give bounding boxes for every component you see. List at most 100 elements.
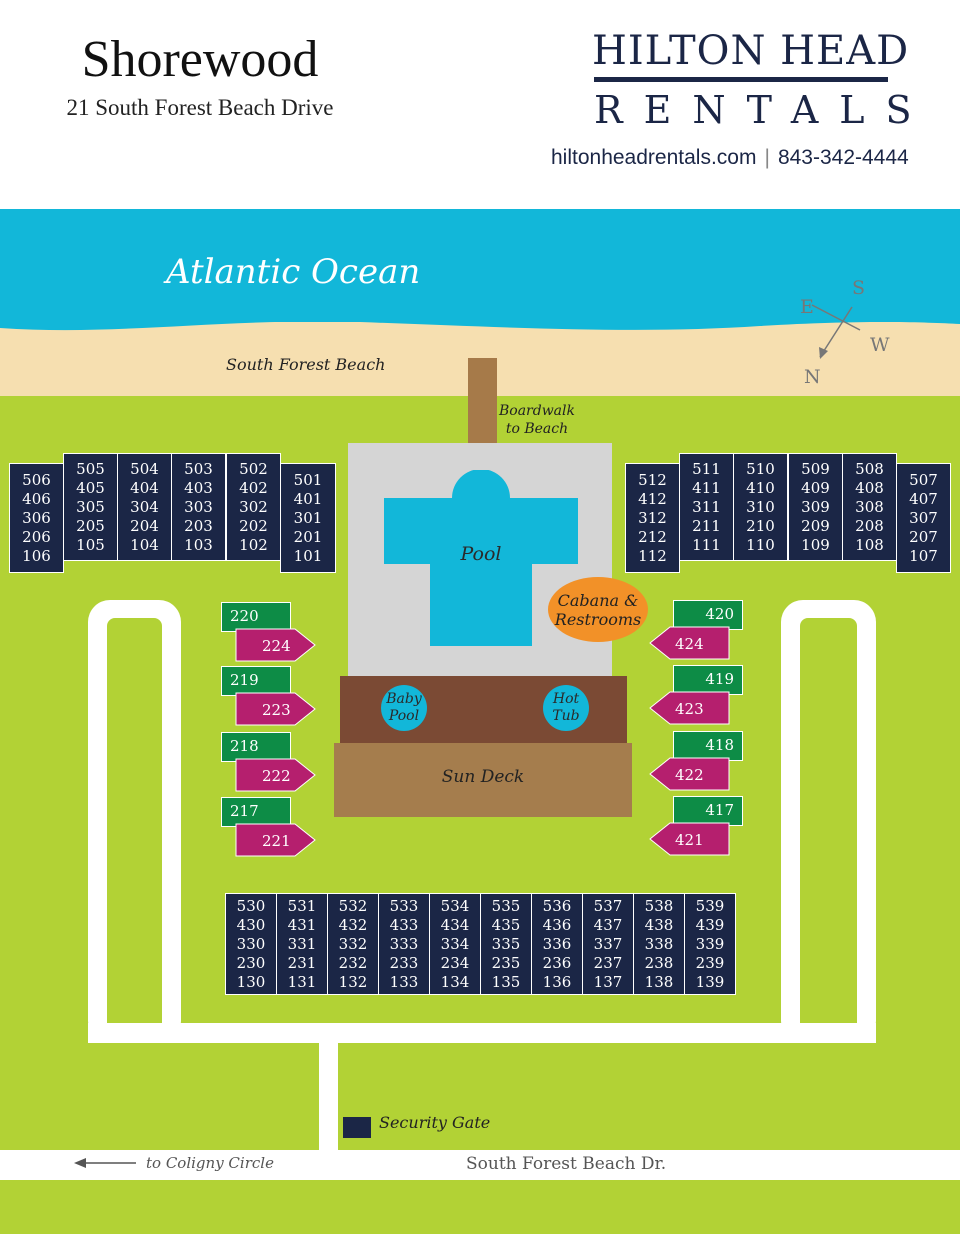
villa-unit-number: 221 (262, 832, 291, 850)
unit-number: 303 (184, 497, 213, 516)
villa-unit-number: 423 (675, 700, 704, 718)
phone-number[interactable]: 843-342-4444 (777, 146, 909, 169)
unit-number: 203 (184, 516, 213, 535)
villa-unit-number: 424 (675, 635, 704, 653)
unit-number: 206 (22, 527, 51, 546)
villa-unit-green: 219 (221, 666, 291, 696)
unit-number: 134 (440, 972, 470, 991)
unit-number: 334 (440, 934, 470, 953)
unit-number: 532 (338, 896, 368, 915)
contact-line: hiltonheadrentals.com|843-342-4444 (551, 146, 909, 170)
unit-number: 110 (746, 535, 775, 554)
unit-number: 137 (593, 972, 623, 991)
arrow-left-icon (74, 1158, 136, 1168)
unit-number: 201 (293, 527, 323, 546)
logo-line-2: RENTALS (594, 88, 933, 132)
unit-number: 232 (338, 953, 368, 972)
unit-number: 307 (909, 508, 938, 527)
unit-number: 308 (855, 497, 884, 516)
villa-unit-magenta: 223 (235, 692, 316, 726)
website-link[interactable]: hiltonheadrentals.com (551, 146, 757, 169)
unit-number: 430 (236, 915, 266, 934)
cabana-label-line-2: Restrooms (554, 609, 642, 629)
unit-number: 332 (338, 934, 368, 953)
unit-number: 306 (22, 508, 51, 527)
unit-number: 504 (130, 459, 159, 478)
villa-unit-green: 420 (673, 600, 743, 630)
unit-number: 533 (389, 896, 419, 915)
ocean-label: Atlantic Ocean (166, 252, 421, 292)
unit-number: 502 (239, 459, 268, 478)
compass-e: E (800, 296, 814, 318)
unit-number: 537 (593, 896, 623, 915)
unit-number: 207 (909, 527, 938, 546)
unit-number: 510 (746, 459, 775, 478)
unit-number: 107 (909, 546, 938, 565)
unit-number: 338 (644, 934, 674, 953)
villa-unit-number: 422 (675, 766, 704, 784)
logo-divider (594, 77, 888, 82)
hot-tub-label-line-2: Tub (552, 708, 580, 724)
unit-number: 109 (801, 535, 830, 554)
unit-number: 106 (22, 546, 51, 565)
unit-number: 336 (542, 934, 572, 953)
coligny-circle-label: to Coligny Circle (146, 1154, 274, 1172)
unit-number: 432 (338, 915, 368, 934)
unit-number: 402 (239, 478, 268, 497)
villa-unit-number: 421 (675, 831, 704, 849)
unit-number: 236 (542, 953, 572, 972)
boardwalk-label: Boardwalk to Beach (498, 402, 576, 438)
compass-s: S (852, 277, 866, 299)
unit-number: 507 (909, 470, 938, 489)
unit-number: 434 (440, 915, 470, 934)
villa-unit-magenta: 421 (649, 822, 730, 856)
villa-unit-green: 218 (221, 732, 291, 762)
unit-number: 139 (695, 972, 725, 991)
unit-number: 211 (692, 516, 721, 535)
unit-number: 511 (692, 459, 721, 478)
unit-number: 412 (638, 489, 667, 508)
villa-unit-number: 223 (262, 701, 291, 719)
unit-number: 130 (236, 972, 266, 991)
unit-number: 111 (692, 535, 721, 554)
unit-number: 104 (130, 535, 159, 554)
unit-number: 539 (695, 896, 725, 915)
villa-unit-green: 418 (673, 731, 743, 761)
unit-number: 330 (236, 934, 266, 953)
unit-number: 437 (593, 915, 623, 934)
unit-number: 535 (491, 896, 521, 915)
villa-unit-magenta: 424 (649, 626, 730, 660)
unit-number: 406 (22, 489, 51, 508)
security-gate-label: Security Gate (379, 1113, 491, 1132)
unit-number: 508 (855, 459, 884, 478)
security-gate-marker (343, 1117, 371, 1138)
unit-number: 401 (293, 489, 323, 508)
unit-number: 337 (593, 934, 623, 953)
unit-number: 331 (287, 934, 317, 953)
shoreline-wave (0, 300, 960, 331)
unit-number: 333 (389, 934, 419, 953)
unit-number: 506 (22, 470, 51, 489)
unit-number: 209 (801, 516, 830, 535)
unit-number: 439 (695, 915, 725, 934)
unit-number: 312 (638, 508, 667, 527)
unit-number: 212 (638, 527, 667, 546)
cabana-restrooms: Cabana & Restrooms (548, 577, 648, 642)
unit-number: 204 (130, 516, 159, 535)
unit-number: 410 (746, 478, 775, 497)
unit-number: 310 (746, 497, 775, 516)
unit-number: 530 (236, 896, 266, 915)
unit-number: 512 (638, 470, 667, 489)
compass-w: W (870, 334, 890, 356)
unit-number: 436 (542, 915, 572, 934)
